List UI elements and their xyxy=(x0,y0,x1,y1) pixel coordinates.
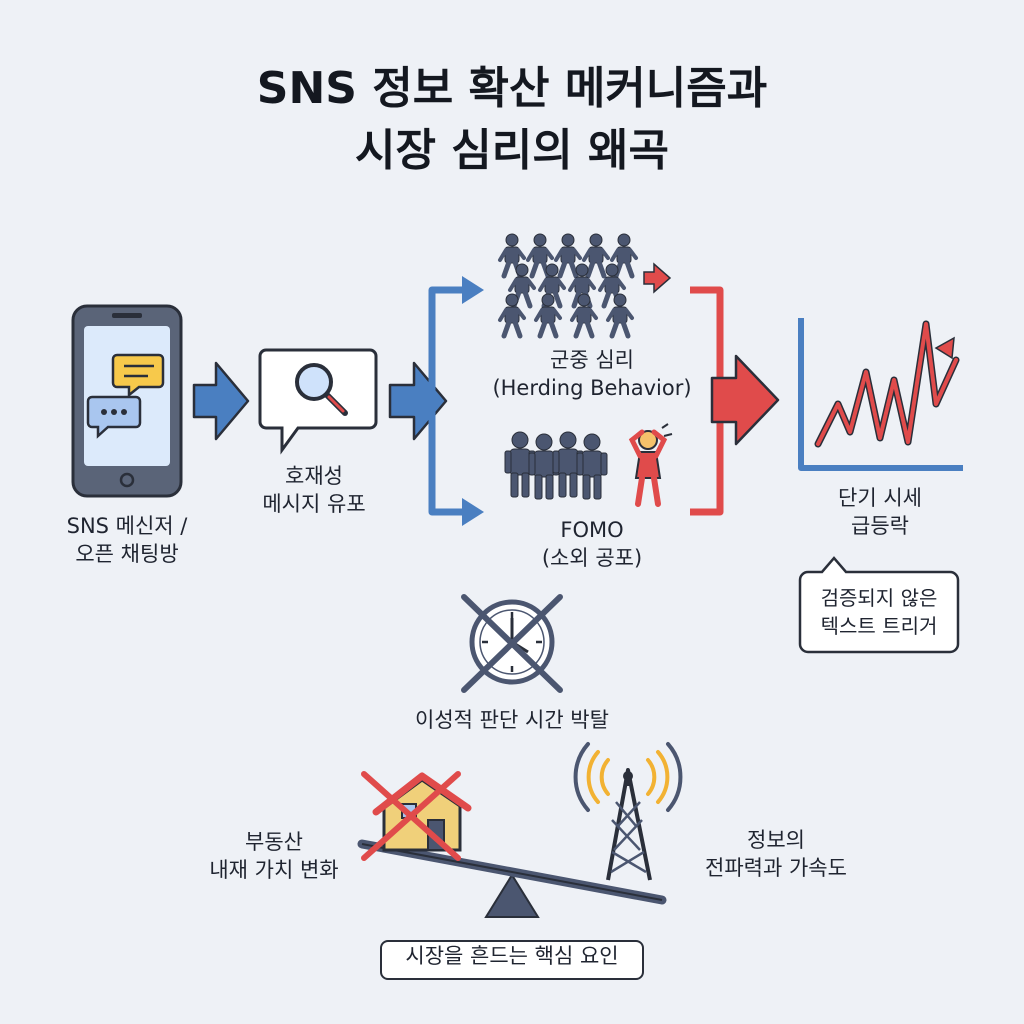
source-label: SNS 메신저 / 오픈 채팅방 xyxy=(66,514,188,566)
seesaw-balance-icon xyxy=(357,839,667,918)
fomo-label: FOMO (소외 공포) xyxy=(541,518,643,570)
broadcast-tower-icon xyxy=(573,742,683,881)
converge-bracket-red xyxy=(690,286,780,516)
title-line-1: SNS 정보 확산 메커니즘과 xyxy=(256,63,768,114)
core-factor-label: 시장을 흔드는 핵심 요인 xyxy=(380,940,644,980)
price-label: 단기 시세 급등락 xyxy=(838,486,922,538)
trigger-label: 검증되지 않은 텍스트 트리거 xyxy=(820,586,938,638)
spread-label: 정보의 전파력과 가속도 xyxy=(705,828,847,880)
crossed-house-icon xyxy=(361,771,472,861)
crossed-clock-icon xyxy=(461,594,563,693)
crowd-marching-icon xyxy=(500,234,672,336)
anxious-person-icon xyxy=(504,423,673,507)
message-label: 호재성 메시지 유포 xyxy=(262,464,366,516)
time-label: 이성적 판단 시간 박탈 xyxy=(415,708,609,732)
trigger-callout-bubble xyxy=(798,556,960,654)
smartphone-chat-icon xyxy=(71,304,183,498)
volatile-line-chart-icon xyxy=(798,318,963,471)
page-title: SNS 정보 확산 메커니즘과 시장 심리의 왜곡 xyxy=(0,58,1024,182)
branch-bracket-blue xyxy=(412,276,484,526)
herding-label: 군중 심리 (Herding Behavior) xyxy=(492,348,692,400)
title-line-2: 시장 심리의 왜곡 xyxy=(355,125,669,176)
magnifier-speech-bubble-icon xyxy=(258,348,378,455)
flow-arrow-1 xyxy=(192,361,250,441)
intrinsic-label: 부동산 내재 가치 변화 xyxy=(209,830,339,882)
